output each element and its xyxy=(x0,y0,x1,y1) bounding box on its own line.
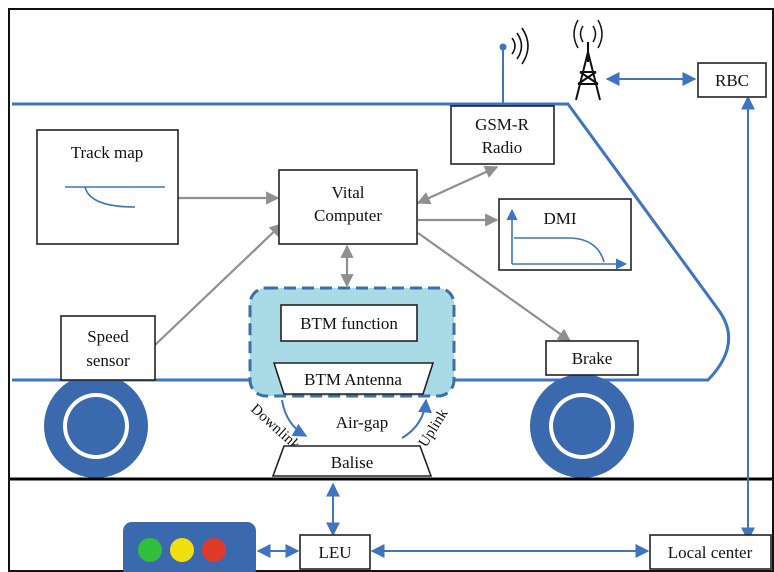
balise-label: Balise xyxy=(331,453,374,472)
arrow-computer-to-brake xyxy=(417,232,572,342)
traffic-light-icon xyxy=(123,522,256,572)
track-map-label: Track map xyxy=(71,143,144,162)
track-map-curve xyxy=(65,186,165,208)
vital-computer-box xyxy=(278,169,418,245)
cropped-title xyxy=(200,0,420,6)
leu-label: LEU xyxy=(318,543,351,562)
uplink-arrow xyxy=(401,398,432,439)
btm-function-box xyxy=(280,304,418,342)
btm-antenna-label: BTM Antenna xyxy=(304,370,402,389)
dmi-box xyxy=(498,198,632,271)
btm-function-label: BTM function xyxy=(300,314,398,333)
speed-sensor-label-line2: sensor xyxy=(86,351,130,370)
rbc-box xyxy=(697,62,767,98)
radio-waves-icon xyxy=(511,27,529,65)
radio-antenna-icon xyxy=(499,43,507,51)
arrow-computer-gsmr xyxy=(416,165,499,205)
brake-box xyxy=(545,340,639,376)
gsmr-radio-label-line2: Radio xyxy=(482,138,523,157)
dmi-curve-icon xyxy=(506,208,628,270)
local-center-box xyxy=(649,534,772,570)
speed-sensor-label-line1: Speed xyxy=(87,327,129,346)
rbc-label: RBC xyxy=(715,71,749,90)
brake-label: Brake xyxy=(572,349,613,368)
uplink-label: Uplink xyxy=(416,406,452,450)
speed-sensor-box xyxy=(60,315,156,381)
balise-shape xyxy=(271,445,433,477)
train-body-outline xyxy=(12,102,731,382)
leu-box xyxy=(299,534,371,570)
diagram-frame xyxy=(8,8,774,572)
arrow-speed-to-computer xyxy=(154,223,283,346)
air-gap-label: Air-gap xyxy=(336,413,389,432)
vital-computer-label-line1: Vital xyxy=(332,183,365,202)
downlink-arrow xyxy=(281,399,308,437)
btm-antenna-shape xyxy=(272,362,435,395)
gsmr-radio-label-line1: GSM-R xyxy=(475,115,530,134)
wheel-icon xyxy=(44,374,148,478)
local-center-label: Local center xyxy=(668,543,753,562)
vital-computer-label-line2: Computer xyxy=(314,206,382,225)
dmi-label: DMI xyxy=(543,209,576,228)
radio-tower-icon xyxy=(573,19,603,101)
gsmr-radio-box xyxy=(450,105,555,165)
wheel-icon xyxy=(530,374,634,478)
